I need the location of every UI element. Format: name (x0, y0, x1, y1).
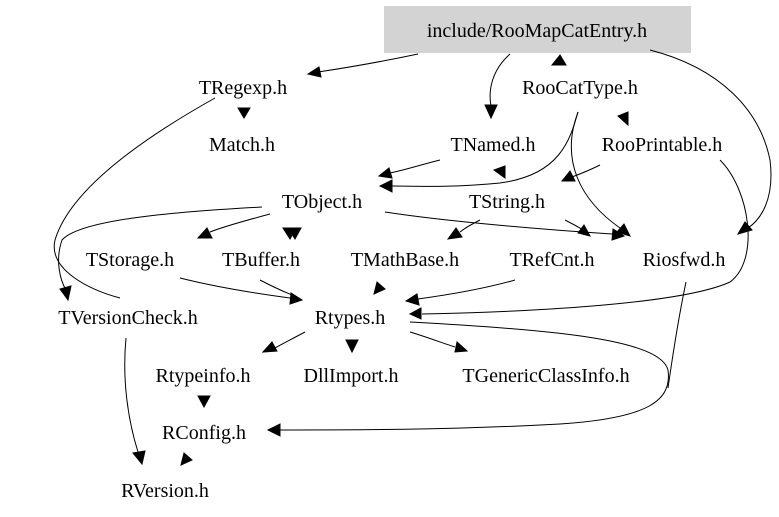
edge-arrow (373, 281, 386, 295)
edge-arrow (611, 228, 626, 241)
node-tbuffer[interactable]: TBuffer.h (222, 249, 300, 271)
root-node-box (384, 6, 691, 53)
node-trefcnt[interactable]: TRefCnt.h (510, 249, 595, 271)
edge-roocattype-riosfwd (570, 111, 621, 229)
edge-root-riosfwd (649, 49, 772, 229)
edge-rtypes-rconfig (279, 321, 669, 431)
edge-arrow (196, 227, 213, 239)
node-dllimport[interactable]: DllImport.h (304, 365, 399, 387)
edge-arrow (550, 54, 567, 66)
edge-arrow (59, 285, 72, 302)
edge-arrow (377, 167, 393, 179)
node-roomapcatentry[interactable]: include/RooMapCatEntry.h (427, 20, 647, 42)
nodes: include/RooMapCatEntry.h TRegexp.h RooCa… (58, 20, 725, 502)
edge-rtypes-rtypeinfo (274, 331, 306, 349)
edge-tnamed-tobject (389, 159, 441, 174)
edge-tbuffer-rtypes (259, 279, 293, 296)
edge-arrow (617, 111, 629, 127)
edge-arrow (454, 341, 469, 353)
edge-arrow (492, 165, 506, 179)
node-tregexp[interactable]: TRegexp.h (199, 77, 287, 99)
edge-arrow (261, 341, 278, 353)
edge-arrow (378, 179, 393, 193)
edges (53, 49, 772, 466)
edge-arrow (616, 223, 631, 237)
edge-tobject-tstorage (209, 213, 271, 233)
node-rooprintable[interactable]: RooPrintable.h (602, 134, 723, 156)
edge-arrow (736, 221, 753, 235)
node-tmathbase[interactable]: TMathBase.h (351, 249, 459, 271)
node-rconfig[interactable]: RConfig.h (162, 422, 246, 444)
edge-root-tnamed (489, 53, 511, 107)
edge-riosfwd-rconfig (667, 281, 687, 389)
edge-root-rtypes (421, 159, 749, 315)
edge-arrow (180, 452, 193, 466)
node-tversioncheck[interactable]: TVersionCheck.h (58, 307, 197, 329)
edge-tstorage-rtypes (179, 277, 291, 299)
edge-arrow (446, 227, 463, 240)
edge-arrow (197, 395, 211, 409)
node-riosfwd[interactable]: Riosfwd.h (643, 249, 726, 271)
node-tobject[interactable]: TObject.h (282, 191, 362, 213)
edge-arrow (577, 224, 591, 237)
edge-arrow (404, 293, 420, 306)
edge-tversioncheck-rversion (124, 337, 139, 453)
edge-arrow (345, 339, 359, 354)
edge-arrow (484, 104, 498, 120)
node-tgenericclassinfo[interactable]: TGenericClassInfo.h (462, 365, 629, 387)
edge-arrow (287, 227, 302, 240)
edge-tregexp-rtypes (53, 97, 216, 299)
edge-tobject-tversioncheck (58, 206, 263, 291)
node-rversion[interactable]: RVersion.h (121, 480, 209, 502)
node-rtypeinfo[interactable]: Rtypeinfo.h (156, 365, 251, 387)
node-match[interactable]: Match.h (209, 134, 275, 156)
edge-roocattype-tobject (391, 111, 579, 187)
edge-rooprintable-tobject (571, 164, 601, 178)
node-roocattype[interactable]: RooCatType.h (522, 77, 638, 99)
node-tstring[interactable]: TString.h (469, 191, 545, 213)
node-tstorage[interactable]: TStorage.h (86, 249, 174, 271)
edge-arrow (408, 307, 422, 320)
edge-arrow (132, 450, 146, 466)
edge-tobject-riosfwd (384, 211, 613, 235)
node-tnamed[interactable]: TNamed.h (451, 134, 536, 156)
edge-tstring-tmathbase (459, 219, 481, 233)
edge-rtypes-tgenericclassinfo (409, 331, 456, 348)
edge-arrow (237, 107, 251, 119)
edge-arrow (560, 170, 576, 182)
edge-trefcnt-rtypes (417, 279, 516, 300)
edge-arrow (289, 292, 304, 305)
edge-root-tregexp (317, 53, 419, 73)
edge-arrow (306, 66, 322, 78)
node-rtypes[interactable]: Rtypes.h (315, 307, 386, 329)
edge-arrow (266, 423, 281, 437)
